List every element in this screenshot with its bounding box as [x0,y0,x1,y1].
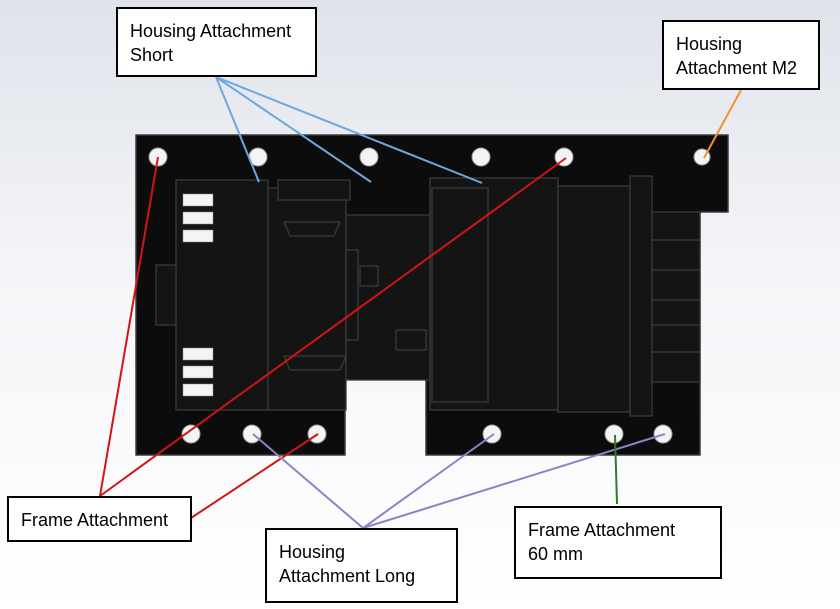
housing-vents [182,193,214,397]
hole [181,424,201,444]
knob [395,329,427,351]
label-housing-attachment-short: Housing Attachment Short [116,7,317,77]
flange [629,175,653,417]
label-frame-attachment-60mm: Frame Attachment 60 mm [514,506,722,579]
assembly-components [155,175,701,417]
vent-slats-top [283,221,341,237]
hole [359,147,379,167]
right-gear-stack [651,211,701,383]
middle-block [267,187,347,411]
hole [242,424,262,444]
vent-slats-bottom [283,355,347,371]
leader-line-frame-60mm [614,434,618,505]
leader-line [190,433,319,519]
leader-line-housing-m2 [703,89,742,159]
leader-line [99,157,567,497]
leader-line [215,76,372,183]
vent [182,347,214,361]
gear-section [345,214,431,381]
vent [182,365,214,379]
vent [182,193,214,207]
label-housing-attachment-long: Housing Attachment Long [265,528,458,603]
hole [604,424,624,444]
left-cap [155,264,177,326]
label-housing-attachment-m2: Housing Attachment M2 [662,20,820,90]
vent [182,383,214,397]
leader-line [215,76,260,183]
slot-rail [345,249,359,341]
label-frame-attachment: Frame Attachment [7,496,192,542]
vent [182,211,214,225]
cylinder-right [557,185,631,413]
leader-lines-frame [99,156,567,519]
leader-line [252,433,364,529]
leader-line [362,433,495,529]
leader-line [215,76,483,184]
leader-lines-housing-short [215,76,483,184]
hole [471,147,491,167]
cylinder-inner [431,187,489,403]
vent [182,229,214,243]
leader-line [99,156,159,497]
top-clip [277,179,351,201]
small-gear [359,265,379,287]
